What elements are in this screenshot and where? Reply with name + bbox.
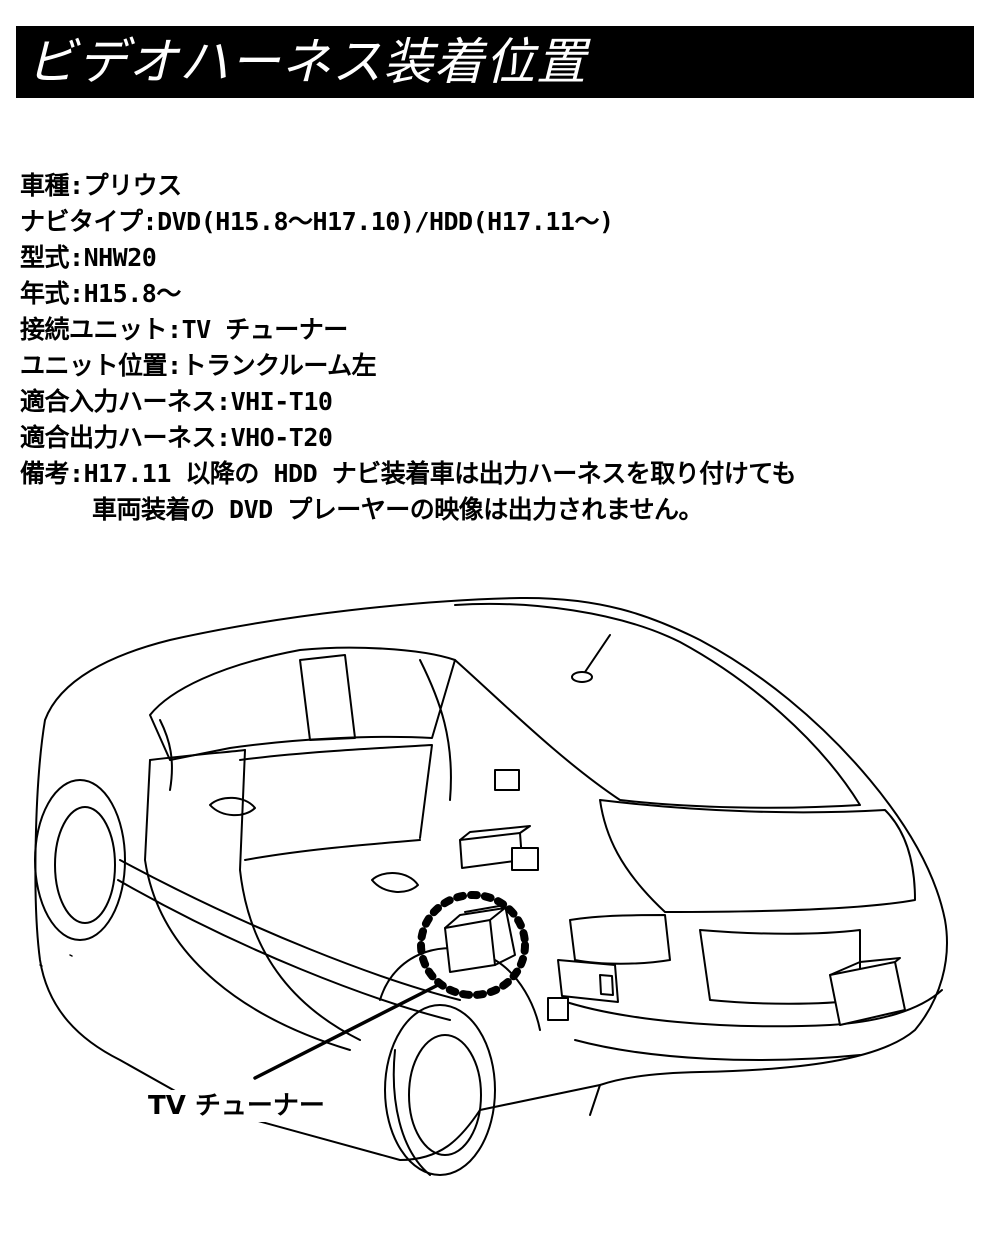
spec-label: 型式 — [20, 243, 70, 272]
component-box — [511, 847, 539, 871]
spec-row-vehicle: 車種:プリウス — [20, 168, 980, 204]
component-box — [557, 959, 619, 1003]
spec-separator: : — [69, 279, 84, 308]
spec-label: ナビタイプ — [20, 207, 143, 236]
antenna — [584, 634, 611, 673]
tv-tuner-callout: TV チューナー — [148, 1090, 325, 1122]
callout-leader-line — [253, 983, 440, 1080]
spec-row-unit-position: ユニット位置:トランクルーム左 — [20, 348, 980, 384]
spec-row-navi-type: ナビタイプ:DVD(H15.8～H17.10)/HDD(H17.11～) — [20, 204, 980, 240]
spec-value: H15.8～ — [83, 279, 182, 308]
door-handle — [209, 796, 256, 817]
car-diagram — [34, 596, 948, 1176]
rear-wheel — [384, 1004, 496, 1176]
door-handle — [371, 872, 419, 893]
rear-bumper — [559, 989, 943, 1028]
spec-value: VHI-T10 — [230, 387, 333, 416]
spec-label: 接続ユニット — [20, 315, 168, 344]
spec-row-input-harness: 適合入力ハーネス:VHI-T10 — [20, 384, 980, 420]
spec-row-note: 備考:H17.11 以降の HDD ナビ装着車は出力ハーネスを取り付けても — [20, 456, 980, 492]
spec-label: 適合出力ハーネス — [20, 423, 217, 452]
spec-separator: : — [69, 459, 84, 488]
spec-row-year: 年式:H15.8～ — [20, 276, 980, 312]
spec-value: TV チューナー — [181, 315, 349, 344]
spec-label: 年式 — [20, 279, 70, 308]
spec-value: DVD(H15.8～H17.10)/HDD(H17.11～) — [157, 207, 614, 236]
page-title: ビデオハーネス装着位置 — [26, 33, 587, 91]
highlight-circle — [417, 891, 529, 999]
spec-separator: : — [167, 315, 182, 344]
spec-value: プリウス — [83, 171, 183, 200]
spec-note-continuation: 車両装着の DVD プレーヤーの映像は出力されません。 — [92, 495, 704, 524]
tv-tuner-unit — [444, 919, 496, 973]
spec-row-model: 型式:NHW20 — [20, 240, 980, 276]
spec-separator: : — [167, 351, 182, 380]
spec-label: 適合入力ハーネス — [20, 387, 217, 416]
spec-value: NHW20 — [83, 243, 157, 272]
spec-label: 車種 — [20, 171, 70, 200]
spec-row-output-harness: 適合出力ハーネス:VHO-T20 — [20, 420, 980, 456]
component-box — [829, 961, 906, 1026]
tail-light — [569, 914, 671, 965]
spec-separator: : — [69, 243, 84, 272]
spec-separator: : — [142, 207, 158, 236]
front-wheel — [34, 779, 126, 941]
spec-label: 備考 — [20, 459, 70, 488]
windshield — [149, 646, 456, 761]
spec-list: 車種:プリウス ナビタイプ:DVD(H15.8～H17.10)/HDD(H17.… — [20, 168, 980, 528]
spec-label: ユニット位置 — [20, 351, 168, 380]
spec-value: VHO-T20 — [230, 423, 333, 452]
trunk-lid — [599, 799, 916, 913]
title-bar: ビデオハーネス装着位置 — [16, 26, 974, 98]
spec-row-unit: 接続ユニット:TV チューナー — [20, 312, 980, 348]
component-box — [494, 769, 520, 791]
car-body-outline — [34, 596, 948, 1161]
spec-value: トランクルーム左 — [181, 351, 377, 380]
spec-separator: : — [216, 423, 231, 452]
spec-separator: : — [69, 171, 84, 200]
rear-window — [454, 602, 861, 809]
spec-value: H17.11 以降の HDD ナビ装着車は出力ハーネスを取り付けても — [83, 459, 797, 488]
side-door-line — [144, 759, 351, 1051]
spec-separator: : — [216, 387, 231, 416]
